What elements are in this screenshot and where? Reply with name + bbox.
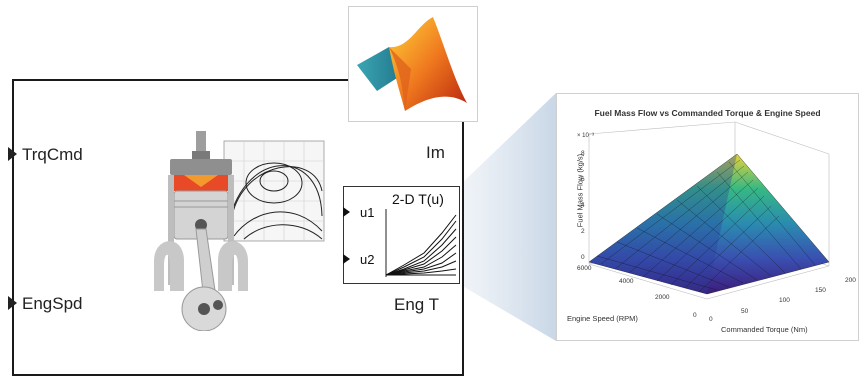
x-tick-50: 50	[741, 308, 749, 315]
y-tick-2000: 2000	[655, 294, 670, 301]
y-tick-4000: 4000	[619, 278, 634, 285]
z-tick-2: 2	[581, 228, 585, 235]
y-tick-6000: 6000	[577, 265, 592, 272]
input-port-engspd: EngSpd	[22, 294, 83, 313]
matlab-logo-tile	[348, 6, 478, 122]
z-exponent-label: × 10⁻³	[577, 133, 595, 139]
y-tick-0: 0	[693, 312, 697, 319]
port-arrow-engspd[interactable]	[8, 296, 17, 310]
surface-plot	[588, 121, 830, 300]
z-axis-label: Fuel Mass Flow (kg/s)	[575, 153, 585, 228]
lut-port-arrow-u2	[343, 254, 350, 264]
input-port-trqcmd: TrqCmd	[22, 145, 83, 164]
lookup-curves-icon	[385, 209, 457, 277]
output-port-label-1: Im	[426, 143, 445, 162]
x-axis-label: Commanded Torque (Nm)	[721, 325, 808, 334]
lookup-table-block[interactable]: 2-D T(u) u1 u2	[343, 186, 460, 284]
z-tick-6: 6	[581, 176, 585, 183]
lut-port-arrow-u1	[343, 207, 350, 217]
lut-input-u2: u2	[360, 252, 375, 267]
matlab-membrane-logo-icon	[357, 17, 467, 111]
surface-plot-panel: Fuel Mass Flow vs Commanded Torque & Eng…	[556, 93, 859, 341]
engine-piston-icon	[154, 131, 325, 331]
contour-map-icon	[223, 140, 325, 242]
x-tick-0: 0	[709, 316, 713, 323]
lut-input-u1: u1	[360, 205, 375, 220]
z-tick-8: 8	[581, 150, 585, 157]
x-tick-150: 150	[815, 287, 826, 294]
x-tick-100: 100	[779, 297, 790, 304]
z-tick-0: 0	[581, 254, 585, 261]
x-tick-200: 200	[845, 277, 856, 284]
z-tick-4: 4	[581, 202, 585, 209]
engine-block[interactable]: TrqCmd EngSpd Im Eng T	[8, 79, 464, 376]
port-arrow-trqcmd[interactable]	[8, 147, 17, 161]
output-port-label-2: Eng T	[394, 295, 440, 314]
lookup-table-title: 2-D T(u)	[392, 191, 444, 207]
y-axis-label: Engine Speed (RPM)	[567, 314, 638, 323]
plot-title: Fuel Mass Flow vs Commanded Torque & Eng…	[594, 108, 821, 118]
